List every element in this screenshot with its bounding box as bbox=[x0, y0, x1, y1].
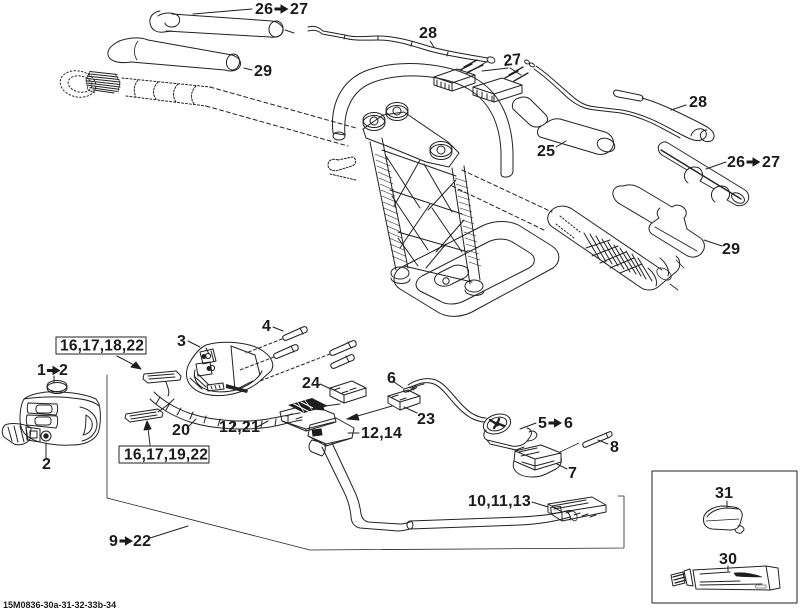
svg-text:7: 7 bbox=[568, 465, 577, 482]
svg-text:22: 22 bbox=[133, 533, 151, 550]
svg-text:3: 3 bbox=[177, 333, 186, 350]
svg-text:27: 27 bbox=[762, 154, 780, 171]
svg-text:29: 29 bbox=[254, 63, 272, 80]
svg-text:4: 4 bbox=[262, 318, 271, 335]
svg-text:16,17,18,22: 16,17,18,22 bbox=[60, 338, 144, 355]
svg-text:15M0836-30a-31-32-33b-34: 15M0836-30a-31-32-33b-34 bbox=[3, 600, 116, 610]
svg-text:5: 5 bbox=[538, 415, 547, 432]
svg-text:6: 6 bbox=[387, 370, 396, 387]
svg-text:31: 31 bbox=[715, 485, 733, 502]
svg-text:25: 25 bbox=[537, 143, 555, 160]
svg-text:12,21: 12,21 bbox=[219, 419, 260, 436]
svg-text:26: 26 bbox=[255, 1, 273, 18]
svg-text:12,14: 12,14 bbox=[361, 425, 402, 442]
svg-text:2: 2 bbox=[42, 456, 51, 473]
svg-text:2: 2 bbox=[59, 362, 68, 379]
svg-text:28: 28 bbox=[419, 25, 437, 42]
svg-text:29: 29 bbox=[722, 241, 740, 258]
svg-text:23: 23 bbox=[417, 411, 435, 428]
svg-text:8: 8 bbox=[610, 439, 619, 456]
svg-text:9: 9 bbox=[109, 533, 118, 550]
svg-text:20: 20 bbox=[172, 422, 190, 439]
svg-text:27: 27 bbox=[503, 51, 523, 70]
svg-text:26: 26 bbox=[727, 154, 745, 171]
svg-text:30: 30 bbox=[719, 551, 737, 568]
svg-text:10,11,13: 10,11,13 bbox=[468, 493, 531, 510]
svg-text:16,17,19,22: 16,17,19,22 bbox=[124, 447, 208, 464]
svg-text:27: 27 bbox=[290, 1, 308, 18]
svg-text:6: 6 bbox=[564, 415, 573, 432]
svg-text:28: 28 bbox=[689, 94, 707, 111]
svg-text:24: 24 bbox=[302, 375, 320, 392]
svg-text:1: 1 bbox=[37, 362, 46, 379]
